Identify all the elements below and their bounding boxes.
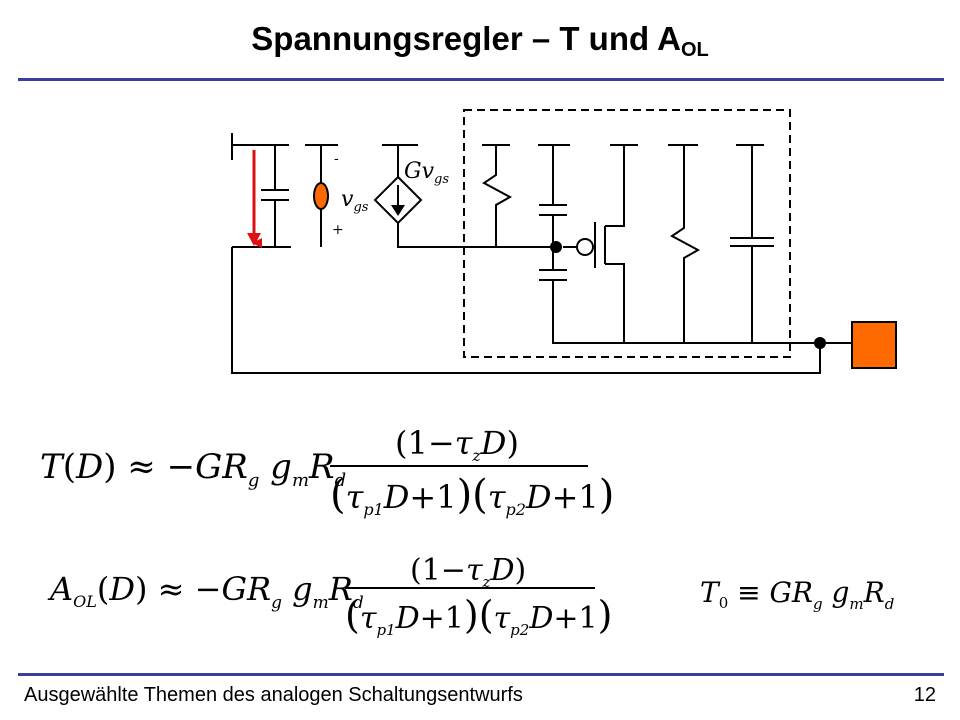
load-resistor	[670, 145, 701, 343]
vgs-label: vgs	[341, 187, 369, 215]
svg-text:T(D) ≈ −GRg gmRd: T(D) ≈ −GRg gmRd	[40, 447, 346, 491]
title-subscript: OL	[680, 39, 709, 61]
title-text: Spannungsregler – T und A	[251, 20, 681, 57]
plus-sign: +	[332, 222, 344, 238]
input-capacitor	[261, 145, 289, 247]
svg-text:AOL(D) ≈ −GRg gmRd: AOL(D) ≈ −GRg gmRd	[47, 570, 364, 613]
circuit-diagram: - + vgs Gvgs T(D) ≈ −GRg gmRd (1−τzD) (τ…	[40, 109, 897, 639]
regulator-boundary	[463, 109, 791, 358]
pass-transistor	[563, 145, 625, 343]
feedback-wire	[231, 247, 821, 374]
source-gain-label: Gvgs	[404, 159, 449, 187]
footer-course-title: Ausgewählte Themen des analogen Schaltun…	[24, 684, 523, 706]
svg-text:(1−τzD): (1−τzD)	[395, 424, 519, 465]
equation-aol-of-d: AOL(D) ≈ −GRg gmRd (1−τzD) (τp1D+1)(τp2D…	[47, 553, 612, 639]
svg-text:(τp1D+1)(τp2D+1): (τp1D+1)(τp2D+1)	[345, 593, 612, 639]
dependent-source	[373, 175, 423, 225]
title-divider	[18, 78, 944, 81]
svg-text:(1−τzD): (1−τzD)	[410, 553, 526, 591]
output-node	[814, 337, 826, 349]
output-capacitor	[730, 145, 774, 343]
svg-text:(τp1D+1)(τp2D+1): (τp1D+1)(τp2D+1)	[330, 472, 614, 519]
gate-node	[550, 241, 562, 253]
vgs-source-ellipse	[313, 182, 329, 210]
footer-divider	[18, 673, 944, 676]
page-number: 12	[913, 684, 936, 706]
page-title: Spannungsregler – T und AOL	[0, 20, 960, 62]
svg-text:T0 ≡ GRg gmRd: T0 ≡ GRg gmRd	[700, 576, 894, 613]
minus-sign: -	[334, 151, 339, 167]
load-block	[851, 321, 897, 369]
gate-resistor	[482, 145, 513, 247]
equation-t-of-d: T(D) ≈ −GRg gmRd (1−τzD) (τp1D+1)(τp2D+1…	[40, 424, 614, 519]
equation-t0: T0 ≡ GRg gmRd	[700, 576, 894, 613]
